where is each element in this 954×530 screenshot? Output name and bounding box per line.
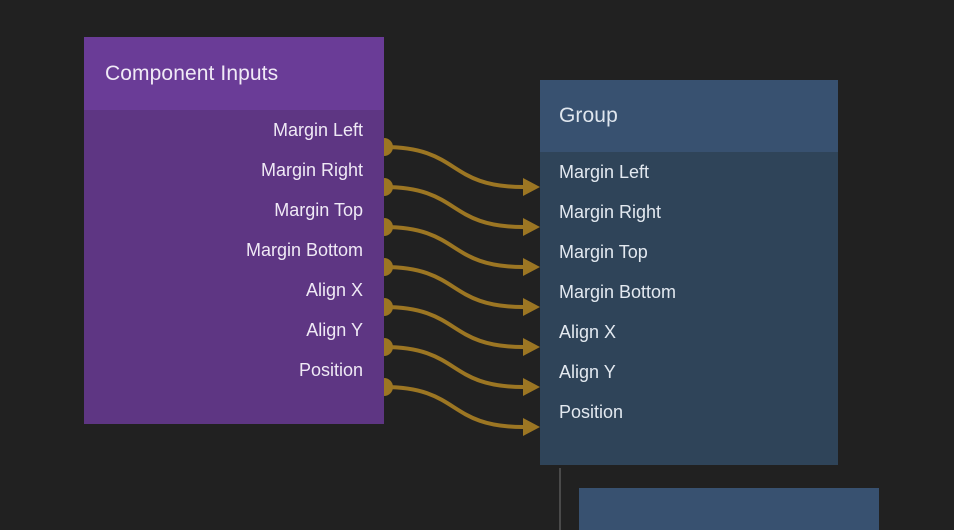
input-port-row-position[interactable]: Position [540, 392, 838, 432]
output-port-row-align-x[interactable]: Align X [84, 270, 384, 310]
input-port-arrow-icon[interactable] [523, 298, 540, 316]
connection-edge[interactable] [382, 265, 525, 309]
connection-edge[interactable] [382, 145, 525, 189]
node-group-title: Group [559, 104, 618, 127]
node-component-inputs-header[interactable]: Component Inputs [84, 37, 384, 110]
input-port-arrow-icon[interactable] [523, 418, 540, 436]
input-port-label-align-x: Align X [559, 322, 617, 342]
input-port-arrow-icon[interactable] [523, 178, 540, 196]
input-port-label-align-y: Align Y [559, 362, 616, 382]
input-port-arrow-icon[interactable] [523, 378, 540, 396]
node-group-body: Margin Left Margin Right Margin Top Marg… [540, 152, 838, 465]
node-component-inputs-title: Component Inputs [105, 61, 279, 85]
node-component-inputs-body: Margin Left Margin Right Margin Top Marg… [84, 110, 384, 424]
output-port-row-align-y[interactable]: Align Y [84, 310, 384, 350]
input-port-label-margin-bottom: Margin Bottom [559, 282, 677, 302]
connection-edge[interactable] [382, 185, 525, 229]
input-port-row-margin-top[interactable]: Margin Top [540, 232, 838, 272]
connection-edge[interactable] [382, 385, 525, 429]
connection-edge[interactable] [382, 345, 525, 389]
input-port-arrow-icon[interactable] [523, 338, 540, 356]
node-text[interactable]: Text [579, 488, 879, 530]
output-port-row-position[interactable]: Position [84, 350, 384, 390]
input-port-label-position: Position [559, 402, 624, 422]
output-port-row-margin-left[interactable]: Margin Left [84, 110, 384, 150]
output-port-label-align-y: Align Y [306, 320, 363, 340]
input-port-label-margin-left: Margin Left [559, 162, 650, 182]
input-port-label-margin-right: Margin Right [559, 202, 662, 222]
connection-edge[interactable] [382, 305, 525, 349]
output-port-label-align-x: Align X [305, 280, 363, 300]
input-port-row-margin-left[interactable]: Margin Left [540, 152, 838, 192]
input-port-arrow-icon[interactable] [523, 258, 540, 276]
output-port-label-margin-top: Margin Top [274, 200, 363, 220]
input-port-label-margin-top: Margin Top [559, 242, 648, 262]
input-port-row-align-y[interactable]: Align Y [540, 352, 838, 392]
node-component-inputs[interactable]: Component Inputs Margin Left Margin Righ… [84, 37, 384, 424]
node-text-header[interactable]: Text [579, 488, 879, 530]
input-port-row-margin-right[interactable]: Margin Right [540, 192, 838, 232]
connection-edge[interactable] [382, 225, 525, 269]
output-port-row-margin-bottom[interactable]: Margin Bottom [84, 230, 384, 270]
input-port-row-margin-bottom[interactable]: Margin Bottom [540, 272, 838, 312]
input-port-arrow-icon[interactable] [523, 218, 540, 236]
output-port-label-margin-right: Margin Right [260, 160, 363, 180]
output-port-row-margin-top[interactable]: Margin Top [84, 190, 384, 230]
output-port-label-margin-left: Margin Left [272, 120, 363, 140]
input-port-row-align-x[interactable]: Align X [540, 312, 838, 352]
node-group-header[interactable]: Group [540, 80, 838, 152]
node-group[interactable]: Group Margin Left Margin Right Margin To… [540, 80, 838, 465]
output-port-label-margin-bottom: Margin Bottom [245, 240, 363, 260]
tree-guide-line [559, 468, 561, 530]
output-port-row-margin-right[interactable]: Margin Right [84, 150, 384, 190]
output-port-label-position: Position [298, 360, 363, 380]
